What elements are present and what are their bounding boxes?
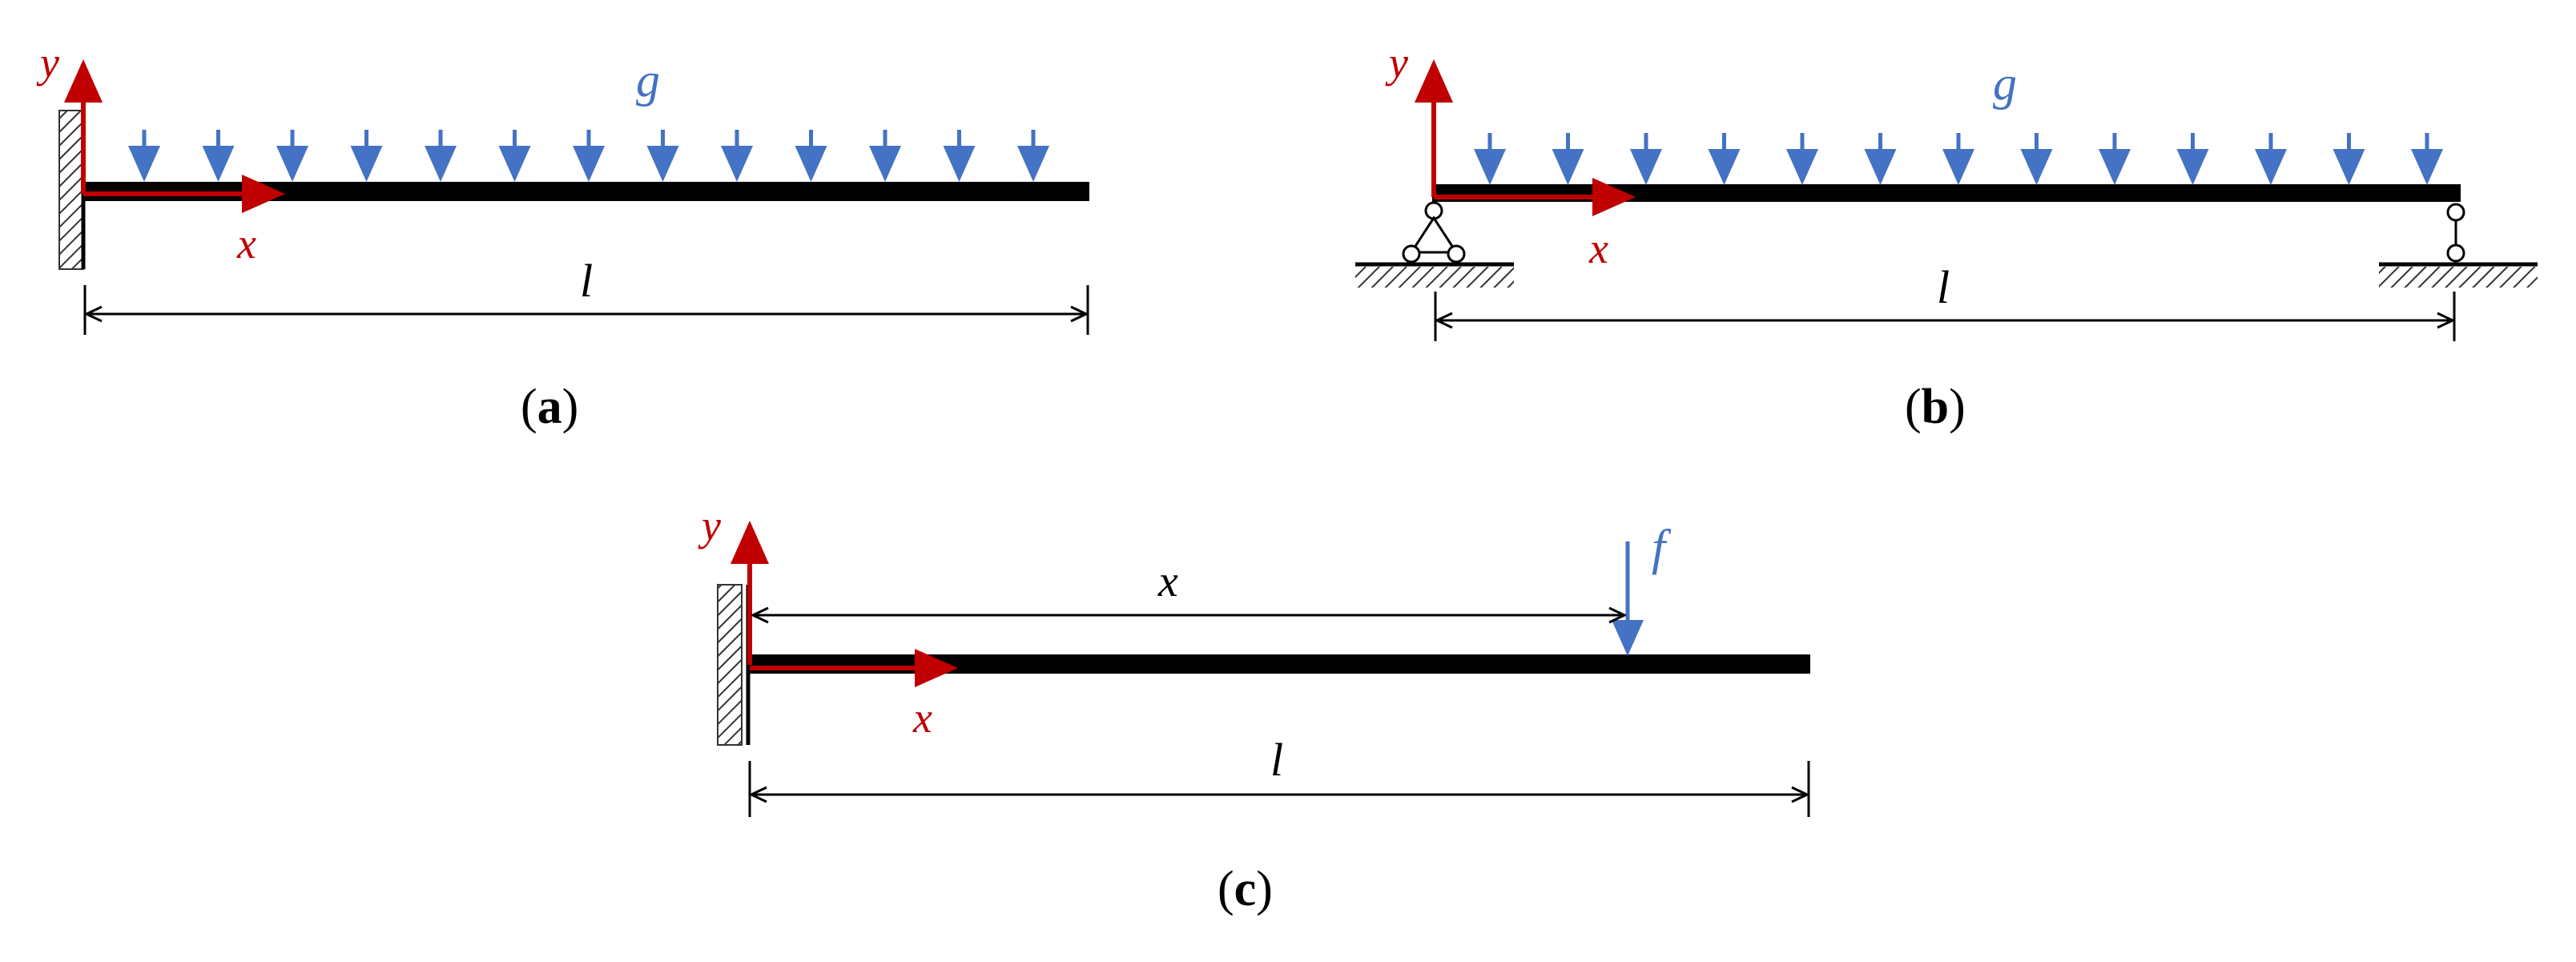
load-label: g xyxy=(1993,57,2017,110)
x-axis-label: x xyxy=(1588,224,1608,272)
length-label: l xyxy=(580,255,593,307)
x-axis-label: x xyxy=(236,219,256,268)
point-load-label: f xyxy=(1652,521,1672,575)
caption-b: (b) xyxy=(1905,380,1966,434)
fixed-wall-hatch xyxy=(58,110,84,270)
caption-a: (a) xyxy=(521,380,578,434)
distributed-load-arrows xyxy=(128,130,1049,182)
pinned-support xyxy=(1355,201,1514,288)
roller-support xyxy=(2379,203,2538,288)
length-label: l xyxy=(1937,261,1950,313)
beam xyxy=(748,654,1810,674)
panel-b: y x g l (b) xyxy=(1355,38,2538,434)
fixed-wall-hatch xyxy=(717,584,743,746)
position-label: x xyxy=(1157,557,1178,606)
x-axis-label: x xyxy=(912,694,932,742)
length-label: l xyxy=(1270,734,1283,786)
panel-c: f y x x l (c) xyxy=(698,501,1810,916)
caption-c: (c) xyxy=(1218,862,1273,916)
y-axis-label: y xyxy=(698,501,721,549)
panel-a: y x g l (a) xyxy=(36,38,1089,434)
distributed-load-arrows xyxy=(1474,133,2443,185)
load-label: g xyxy=(636,54,660,107)
beam xyxy=(1432,184,2461,202)
y-axis-label: y xyxy=(1385,38,1408,87)
y-axis-label: y xyxy=(36,38,59,87)
